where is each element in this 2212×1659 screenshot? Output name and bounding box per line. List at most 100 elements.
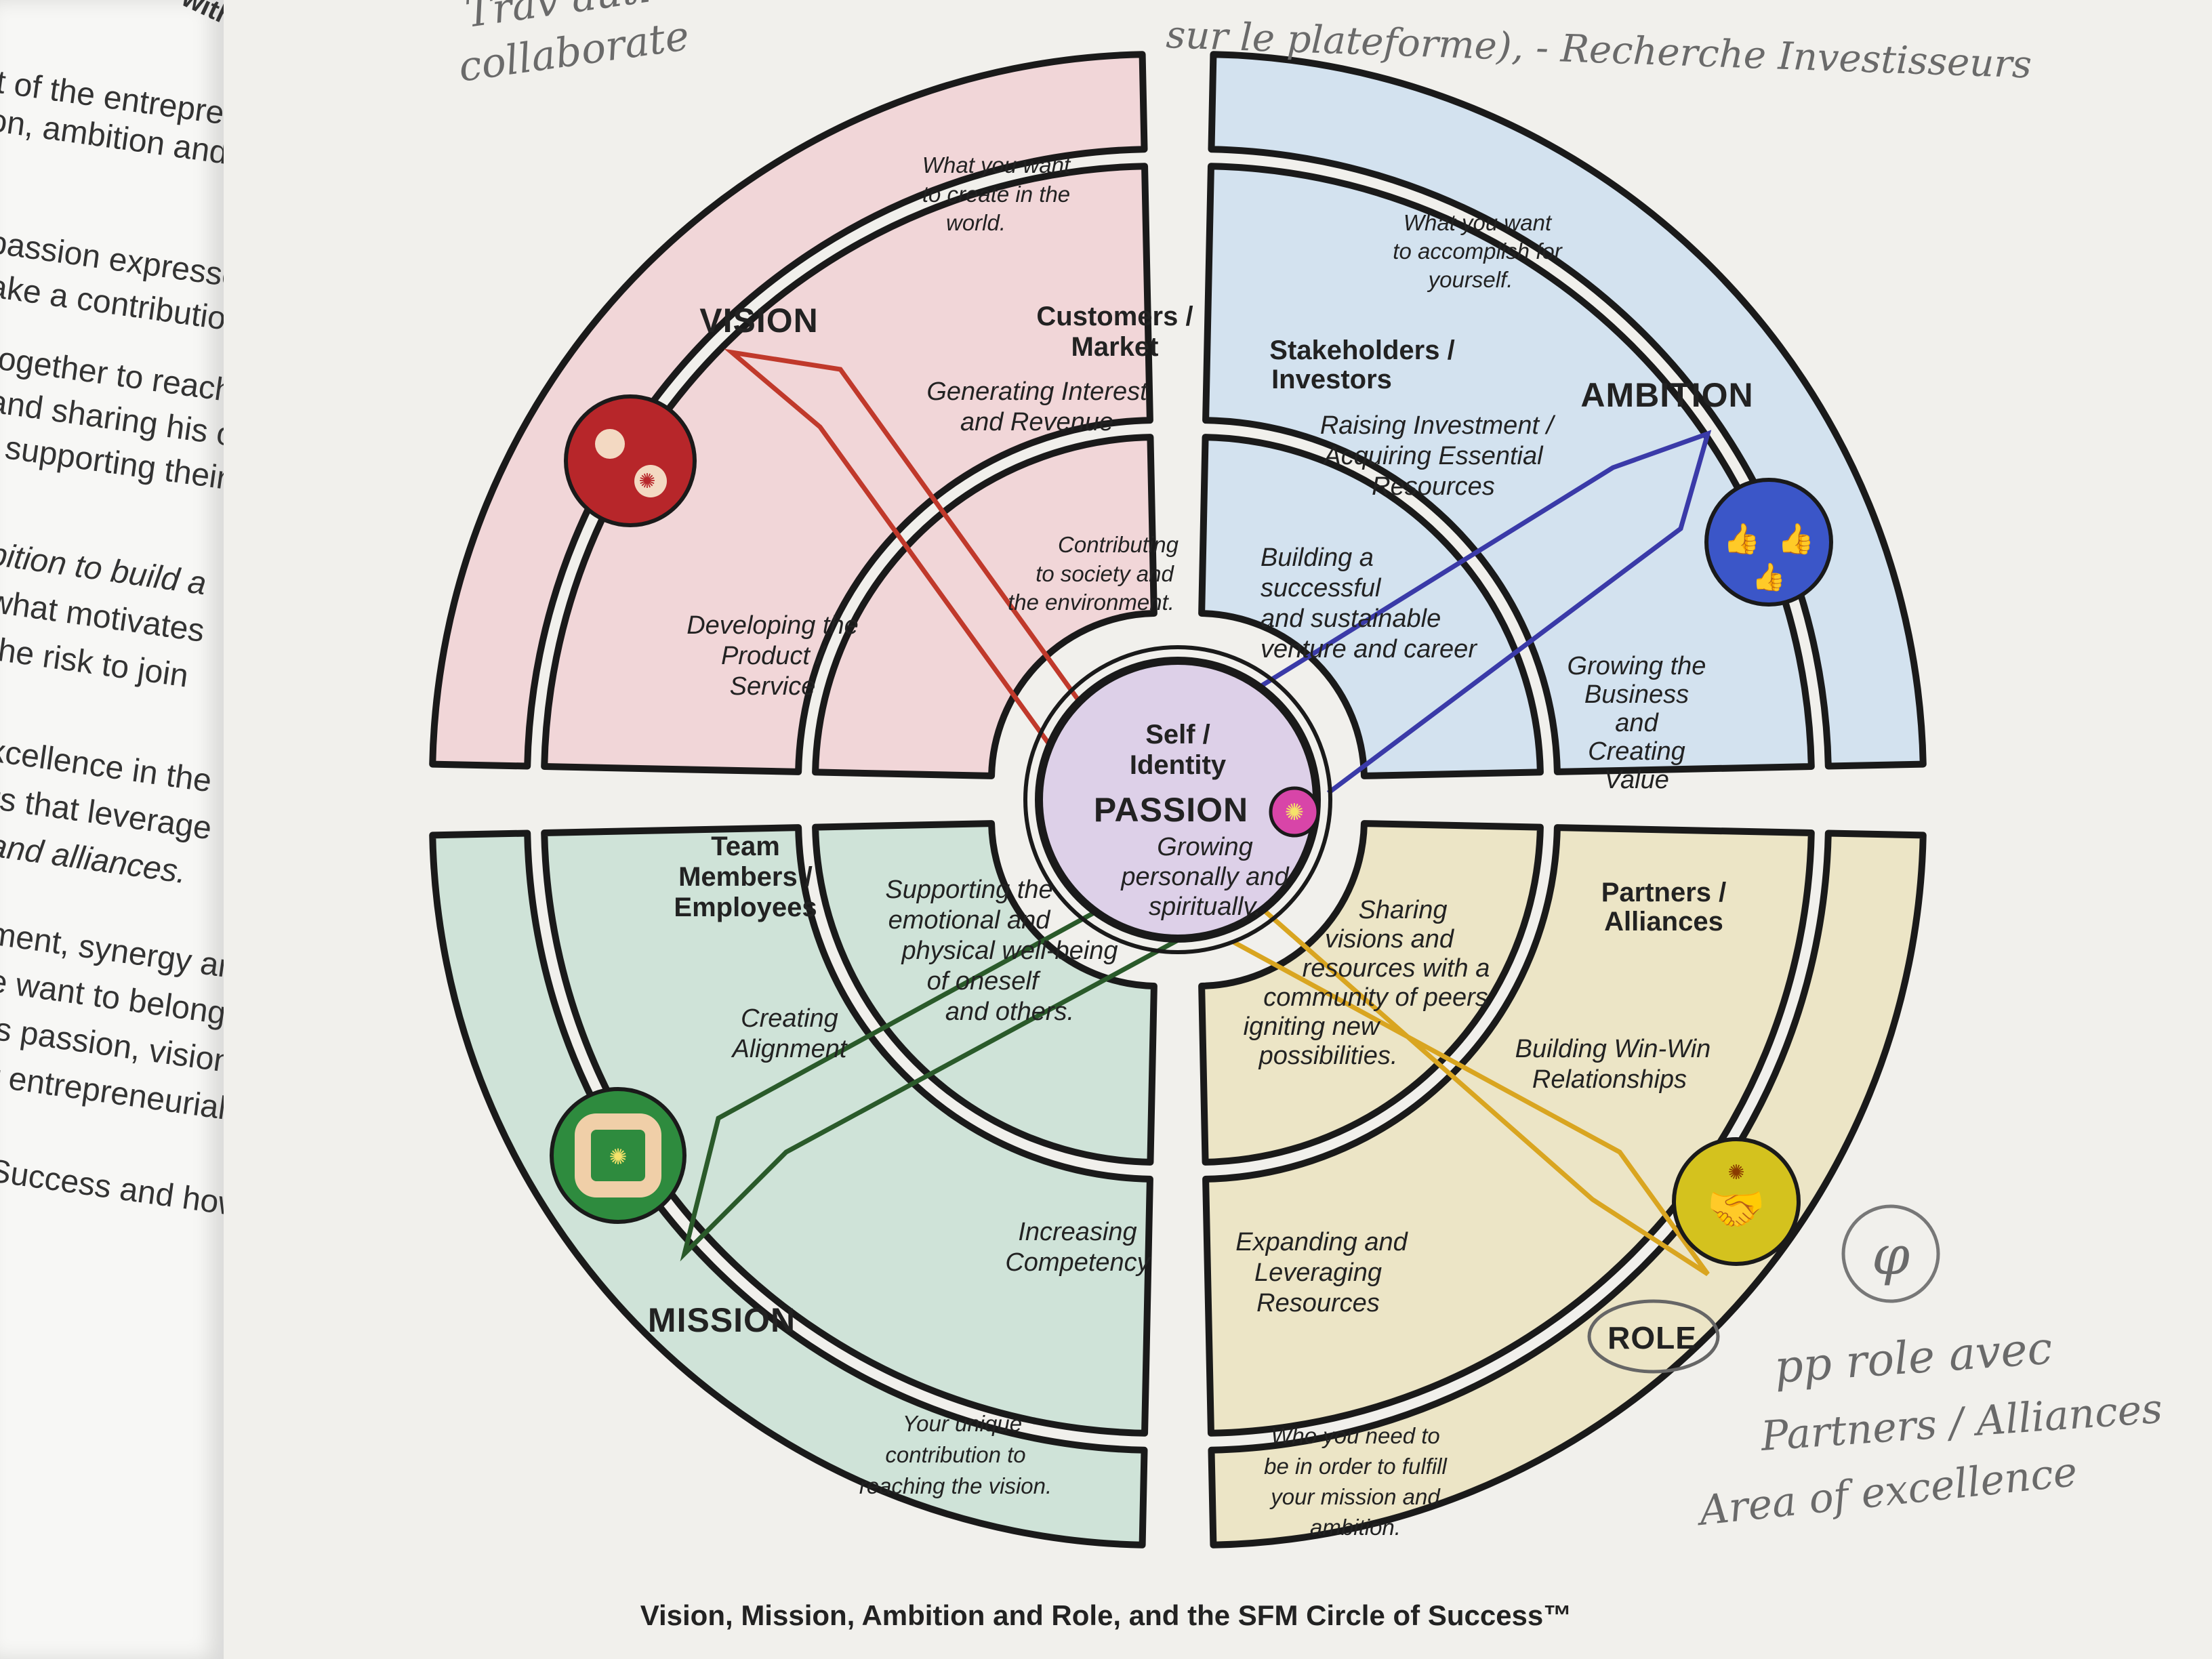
role-inner-2: visions and: [1325, 925, 1455, 954]
passion-self-line1: Self /: [1145, 720, 1210, 750]
mission-outer-desc-1: Your unique: [903, 1411, 1022, 1436]
mission-middle-header-3: Employees: [674, 893, 817, 922]
ambition-band-2: [1202, 163, 1815, 775]
vision-middle-left-2: Product /: [721, 642, 827, 670]
passion-title: PASSION: [1094, 791, 1248, 829]
vision-inner-2: to society and: [1036, 561, 1174, 586]
mission-middle-desc-1: Creating: [741, 1004, 838, 1033]
ambition-middle-right-3: and: [1615, 709, 1659, 737]
ambition-arrow: [1218, 430, 1712, 795]
passion-star-icon: ✺: [1269, 786, 1320, 838]
role-handshake-icon: 🤝 ✺: [1672, 1137, 1801, 1266]
role-middle-desc-2: Relationships: [1532, 1065, 1687, 1094]
ambition-band-1: [1208, 51, 1927, 770]
ambition-outer-desc-3: yourself.: [1427, 267, 1513, 292]
svg-text:✺: ✺: [1727, 1161, 1744, 1185]
mission-linked-hands-icon: ✺: [550, 1087, 687, 1224]
mission-middle-right-2: Competency: [1005, 1248, 1151, 1277]
left-page-text: e with lt of the entrepreneur's on, ambi…: [0, 0, 224, 1659]
mission-arrow: [680, 878, 1201, 1262]
ambition-middle-right-1: Growing the: [1568, 652, 1706, 680]
direction-arrows: [680, 348, 1712, 1276]
ambition-inner-3: and sustainable: [1261, 605, 1441, 633]
role-title-handdrawn-circle: [1587, 1299, 1720, 1374]
role-outer-desc-4: ambition.: [1310, 1515, 1401, 1540]
vision-inner-3: the environment.: [1008, 590, 1174, 615]
ambition-band-3: [1198, 434, 1544, 779]
role-arrow: [1232, 899, 1710, 1276]
svg-text:✺: ✺: [638, 470, 655, 493]
role-title: ROLE: [1607, 1320, 1697, 1355]
vision-inner-1: Contributing: [1058, 532, 1179, 557]
role-middle-header-1: Partners /: [1601, 878, 1727, 907]
quadrant-segments: [429, 51, 1927, 1549]
ambition-inner-2: successful: [1261, 574, 1382, 602]
ambition-middle-desc-2: Acquiring Essential: [1322, 442, 1544, 470]
vision-middle-header-1: Customers /: [1036, 302, 1193, 331]
passion-center-ring: [1023, 645, 1332, 954]
mission-title: MISSION: [648, 1301, 796, 1339]
ambition-middle-right-2: Business: [1584, 680, 1689, 709]
vision-middle-left-1: Developing the: [687, 611, 859, 640]
handwritten-circle-mark: [1841, 1204, 1940, 1303]
svg-text:👍: 👍: [1723, 522, 1761, 556]
handwritten-circle-symbol: φ: [1872, 1224, 1910, 1287]
passion-desc-line1: Growing: [1157, 833, 1253, 861]
ambition-middle-header-1: Stakeholders /: [1269, 335, 1454, 365]
svg-text:👍: 👍: [1778, 522, 1815, 556]
role-middle-left-1: Expanding and: [1235, 1228, 1408, 1256]
svg-text:✺: ✺: [609, 1144, 628, 1170]
passion-center-circle: [1035, 657, 1321, 943]
ambition-middle-right-5: Value: [1604, 766, 1669, 794]
ambition-thumbs-up-icon: 👍 👍 👍: [1704, 478, 1833, 607]
passion-self-line2: Identity: [1130, 750, 1227, 780]
mission-inner-3: physical well-being: [901, 937, 1118, 965]
mission-outer-desc-3: reaching the vision.: [859, 1473, 1052, 1498]
role-inner-5: igniting new: [1244, 1012, 1381, 1041]
role-inner-1: Sharing: [1359, 896, 1448, 924]
mission-inner-4: of oneself: [927, 967, 1041, 996]
mission-band-2: [541, 824, 1153, 1437]
vision-middle-desc-1: Generating Interest: [926, 377, 1148, 406]
ambition-outer-desc-2: to accomplish for: [1393, 239, 1563, 264]
vision-hands-icon: ✺: [564, 394, 697, 527]
role-outer-desc-2: be in order to fulfill: [1264, 1454, 1448, 1479]
figure-caption: Vision, Mission, Ambition and Role, and …: [640, 1599, 1572, 1631]
vision-arrow: [724, 348, 1103, 795]
ambition-inner-1: Building a: [1261, 544, 1374, 572]
vision-middle-header-2: Market: [1071, 332, 1159, 362]
role-outer-desc-3: your mission and: [1269, 1484, 1441, 1509]
svg-text:👍: 👍: [1752, 561, 1786, 593]
mission-outer-desc-2: contribution to: [885, 1442, 1025, 1467]
passion-desc-line2: personally and: [1120, 863, 1290, 891]
role-outer-desc-1: Who you need to: [1271, 1423, 1440, 1448]
ambition-middle-desc-3: Resources: [1372, 472, 1495, 501]
ambition-outer-desc-1: What you want: [1404, 210, 1553, 235]
mission-band-3: [812, 820, 1158, 1166]
mission-middle-desc-2: Alignment: [731, 1035, 848, 1063]
handwritten-note-bottom-right-1: pp role avec: [1773, 1322, 2054, 1393]
passion-desc-line3: spiritually.: [1149, 893, 1261, 921]
role-middle-left-2: Leveraging: [1254, 1258, 1382, 1287]
role-band-2: [1202, 824, 1815, 1437]
vision-outer-desc-3: world.: [946, 210, 1006, 235]
role-band-3: [1198, 820, 1544, 1166]
role-middle-left-3: Resources: [1256, 1289, 1380, 1317]
ambition-title: AMBITION: [1580, 376, 1753, 414]
ambition-inner-4: venture and career: [1261, 635, 1477, 663]
svg-text:✺: ✺: [1285, 799, 1305, 826]
vision-band-3: [812, 434, 1158, 779]
svg-text:🤝: 🤝: [1706, 1181, 1765, 1237]
role-middle-desc-1: Building Win-Win: [1515, 1035, 1711, 1063]
ambition-middle-header-2: Investors: [1271, 365, 1392, 394]
role-inner-3: resources with a: [1303, 954, 1490, 983]
vision-outer-desc-2: to create in the: [922, 182, 1070, 207]
mission-inner-2: emotional and: [888, 906, 1052, 935]
role-inner-4: community of peers: [1263, 983, 1488, 1012]
ambition-middle-desc-1: Raising Investment /: [1320, 411, 1556, 440]
vision-middle-desc-2: and Revenue: [960, 408, 1113, 436]
vision-title: VISION: [699, 302, 818, 340]
mission-middle-header-1: Team: [711, 832, 780, 861]
ambition-middle-right-4: Creating: [1588, 737, 1685, 766]
